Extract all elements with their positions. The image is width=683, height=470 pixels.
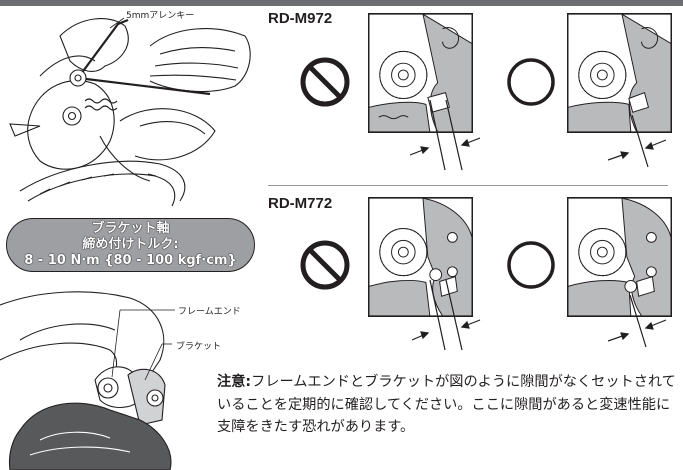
torque-line-3: 8 - 10 N·m {80 - 100 kgf·cm} xyxy=(24,253,237,268)
detail-m972-wrong xyxy=(368,13,473,133)
gap-marker-m772-wrong xyxy=(412,280,481,351)
allen-key-callout: 5mmアレンキー xyxy=(126,11,195,21)
circle-ok-icon xyxy=(507,241,555,289)
section-divider xyxy=(268,185,668,186)
model-label-bottom: RD-M772 xyxy=(268,195,333,212)
torque-line-1: ブラケット軸 xyxy=(91,221,170,236)
top-bar xyxy=(0,0,683,6)
torque-spec-box: ブラケット軸 締め付けトルク: 8 - 10 N·m {80 - 100 kgf… xyxy=(6,218,255,272)
circle-ok-icon xyxy=(507,58,555,106)
gap-marker-m772-correct xyxy=(608,295,667,348)
detail-m772-wrong xyxy=(368,197,473,317)
prohibited-icon xyxy=(300,240,350,290)
gap-marker-m972-correct xyxy=(608,115,667,168)
bracket-callout: ブラケット xyxy=(176,342,222,352)
gap-marker-m972-wrong xyxy=(410,100,480,171)
detail-m972-correct xyxy=(567,13,672,133)
caution-label: 注意: xyxy=(217,374,252,390)
torque-line-2: 締め付けトルク: xyxy=(82,237,179,252)
prohibited-icon xyxy=(300,57,350,107)
allen-key-illustration xyxy=(9,17,251,207)
bracket-illustration xyxy=(0,291,175,470)
detail-m772-correct xyxy=(567,197,672,317)
caution-note: 注意:フレームエンドとブラケットが図のように隙間がなくセットされていることを定期… xyxy=(217,371,677,439)
model-label-top: RD-M972 xyxy=(268,10,333,27)
caution-text: フレームエンドとブラケットが図のように隙間がなくセットされていることを定期的に確… xyxy=(217,374,676,435)
frame-end-callout: フレームエンド xyxy=(178,307,241,317)
